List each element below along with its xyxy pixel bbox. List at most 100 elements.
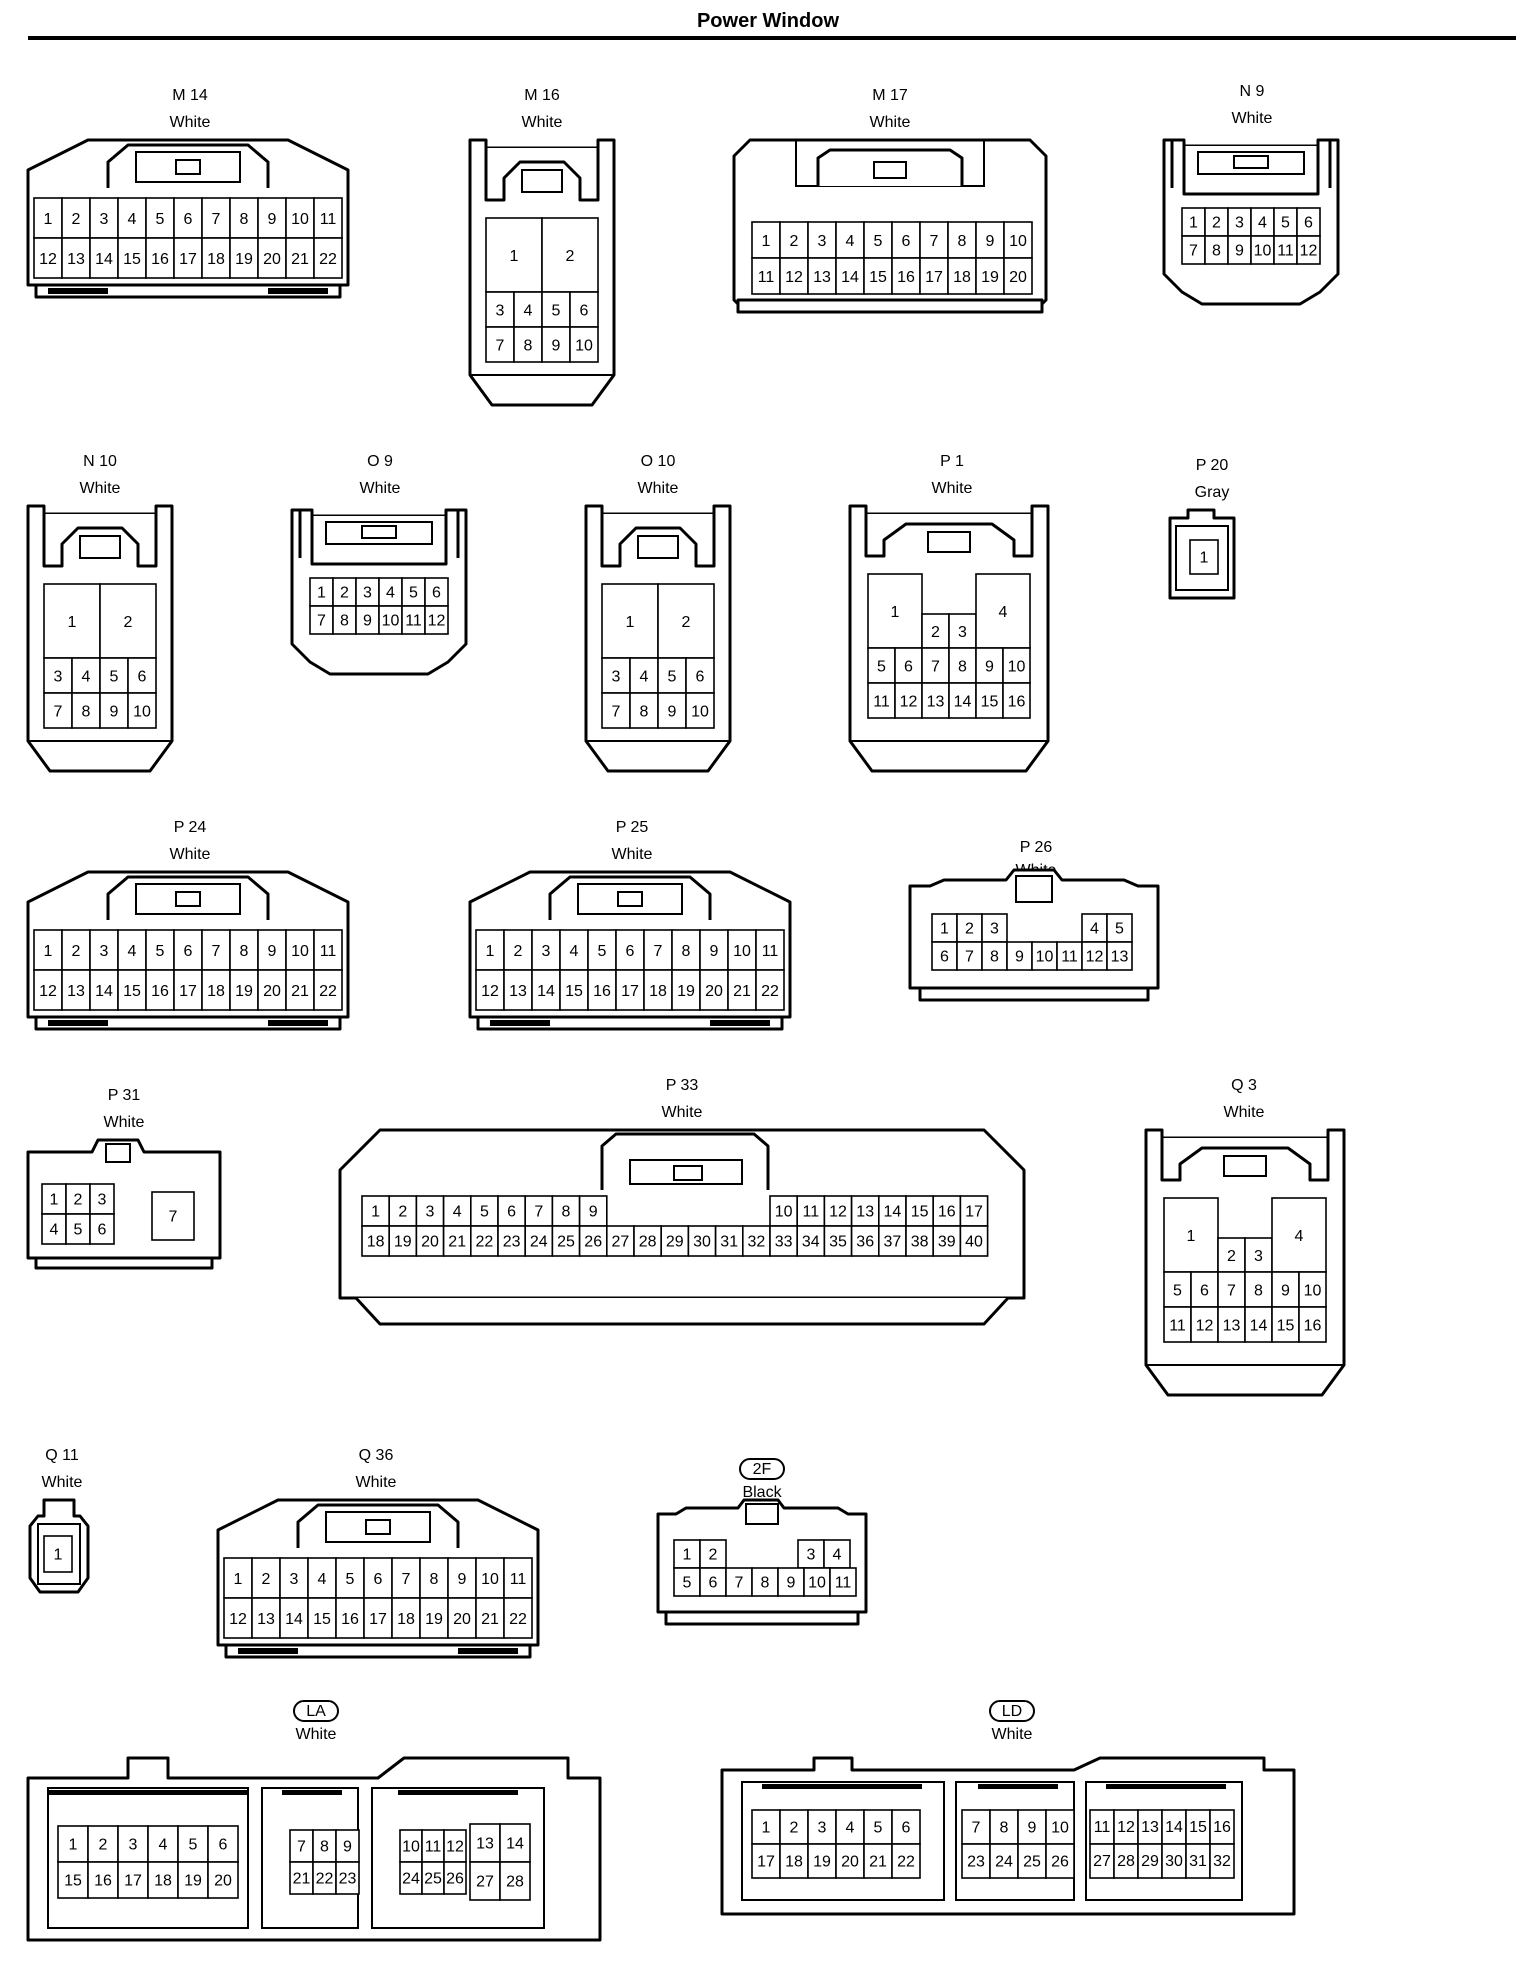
pin-number: 3	[990, 920, 999, 937]
pin-number: 2	[99, 1836, 108, 1853]
pin-number: 18	[207, 983, 225, 1000]
rib	[238, 1648, 298, 1654]
pin-number: 13	[257, 1611, 275, 1628]
pin-cell	[33, 929, 63, 971]
pin-number: 6	[1200, 1282, 1209, 1299]
pin-number: 6	[98, 1221, 107, 1238]
pin-number: 9	[1015, 948, 1024, 965]
connector-id: M 17	[872, 87, 908, 104]
pin-number: 20	[421, 1233, 439, 1250]
pin-number: 2	[1212, 214, 1221, 231]
pin-number: 20	[214, 1872, 232, 1889]
pin-cell	[1031, 941, 1058, 971]
latch	[310, 516, 448, 566]
pin-number: 7	[496, 337, 505, 354]
pin-cell	[1271, 1197, 1327, 1273]
pin-cell	[207, 1861, 239, 1899]
pin-number: 2	[790, 233, 799, 250]
pin-cell	[475, 929, 505, 971]
pin-cell	[741, 1225, 771, 1257]
pin-cell	[89, 237, 119, 279]
pin-number: 22	[319, 983, 337, 1000]
pin-number: 31	[720, 1233, 738, 1250]
latch	[105, 1143, 131, 1163]
pin-number: 40	[965, 1233, 983, 1250]
pin-number: 9	[268, 211, 277, 228]
pin-number: 8	[958, 658, 967, 675]
pin-number: 15	[123, 983, 141, 1000]
pin-cell	[932, 1225, 962, 1257]
pin-cell	[1217, 1306, 1246, 1343]
pin-number: 5	[189, 1836, 198, 1853]
pin-cell	[685, 692, 715, 729]
pin-number: 7	[1189, 242, 1198, 259]
latch-window	[1197, 151, 1305, 175]
pin-number: 9	[589, 1203, 598, 1220]
pin-number: 18	[367, 1233, 385, 1250]
pin-cell	[919, 221, 949, 259]
latch-window	[629, 1159, 743, 1185]
pin-cell	[1113, 1843, 1139, 1879]
pin-cell	[751, 257, 781, 295]
connector-color: White	[1232, 110, 1273, 127]
pin-cell	[779, 221, 809, 259]
pin-cell	[1002, 682, 1031, 719]
connector-id: Q 3	[1231, 1077, 1257, 1094]
pin-number: 18	[785, 1853, 803, 1870]
pin-number: 14	[537, 983, 555, 1000]
pin-number: 8	[240, 943, 249, 960]
pin-number: 6	[374, 1571, 383, 1588]
pin-cell	[931, 941, 958, 971]
pin-number: 16	[151, 251, 169, 268]
pin-number: 15	[123, 251, 141, 268]
pin-cell	[99, 583, 157, 659]
pin-number: 35	[829, 1233, 847, 1250]
connector-color: White	[870, 114, 911, 131]
pin-cell	[257, 237, 287, 279]
pin-number: 1	[50, 1191, 59, 1208]
pin-cell	[43, 1535, 73, 1573]
pin-number: 4	[128, 211, 137, 228]
pin-cell	[469, 1823, 501, 1863]
pin-number: 21	[481, 1611, 499, 1628]
pin-number: 9	[668, 703, 677, 720]
pin-number: 5	[156, 943, 165, 960]
pin-cell	[657, 657, 687, 694]
pin-number: 10	[1009, 233, 1027, 250]
pin-number: 7	[972, 1819, 981, 1836]
pin-cell	[1244, 1306, 1273, 1343]
pin-number: 4	[846, 1819, 855, 1836]
pin-number: 20	[263, 251, 281, 268]
pin-number: 16	[1304, 1317, 1322, 1334]
pin-number: 6	[580, 302, 589, 319]
pin-number: 12	[1300, 242, 1318, 259]
pin-number: 13	[927, 693, 945, 710]
pin-number: 21	[448, 1233, 466, 1250]
pin-number: 16	[1213, 1819, 1231, 1836]
pin-cell	[65, 1183, 91, 1215]
pin-number: 15	[1189, 1819, 1207, 1836]
connector-id: P 24	[174, 819, 207, 836]
pin-number: 11	[758, 269, 775, 286]
pin-number: 19	[813, 1853, 831, 1870]
pin-number: 4	[1090, 920, 1099, 937]
pin-number: 11	[835, 1574, 852, 1591]
housing-base	[34, 283, 342, 299]
pin-number: 4	[159, 1836, 168, 1853]
connector-id: LD	[1002, 1703, 1022, 1720]
pin-number: 8	[240, 211, 249, 228]
pin-number: 12	[829, 1203, 847, 1220]
pin-cell	[551, 1195, 581, 1227]
pin-number: 9	[1235, 242, 1244, 259]
pin-number: 12	[785, 269, 803, 286]
pin-number: 17	[179, 983, 197, 1000]
pin-number: 15	[869, 269, 887, 286]
pin-cell	[769, 1195, 799, 1227]
pin-number: 19	[235, 983, 253, 1000]
pin-number: 3	[426, 1203, 435, 1220]
